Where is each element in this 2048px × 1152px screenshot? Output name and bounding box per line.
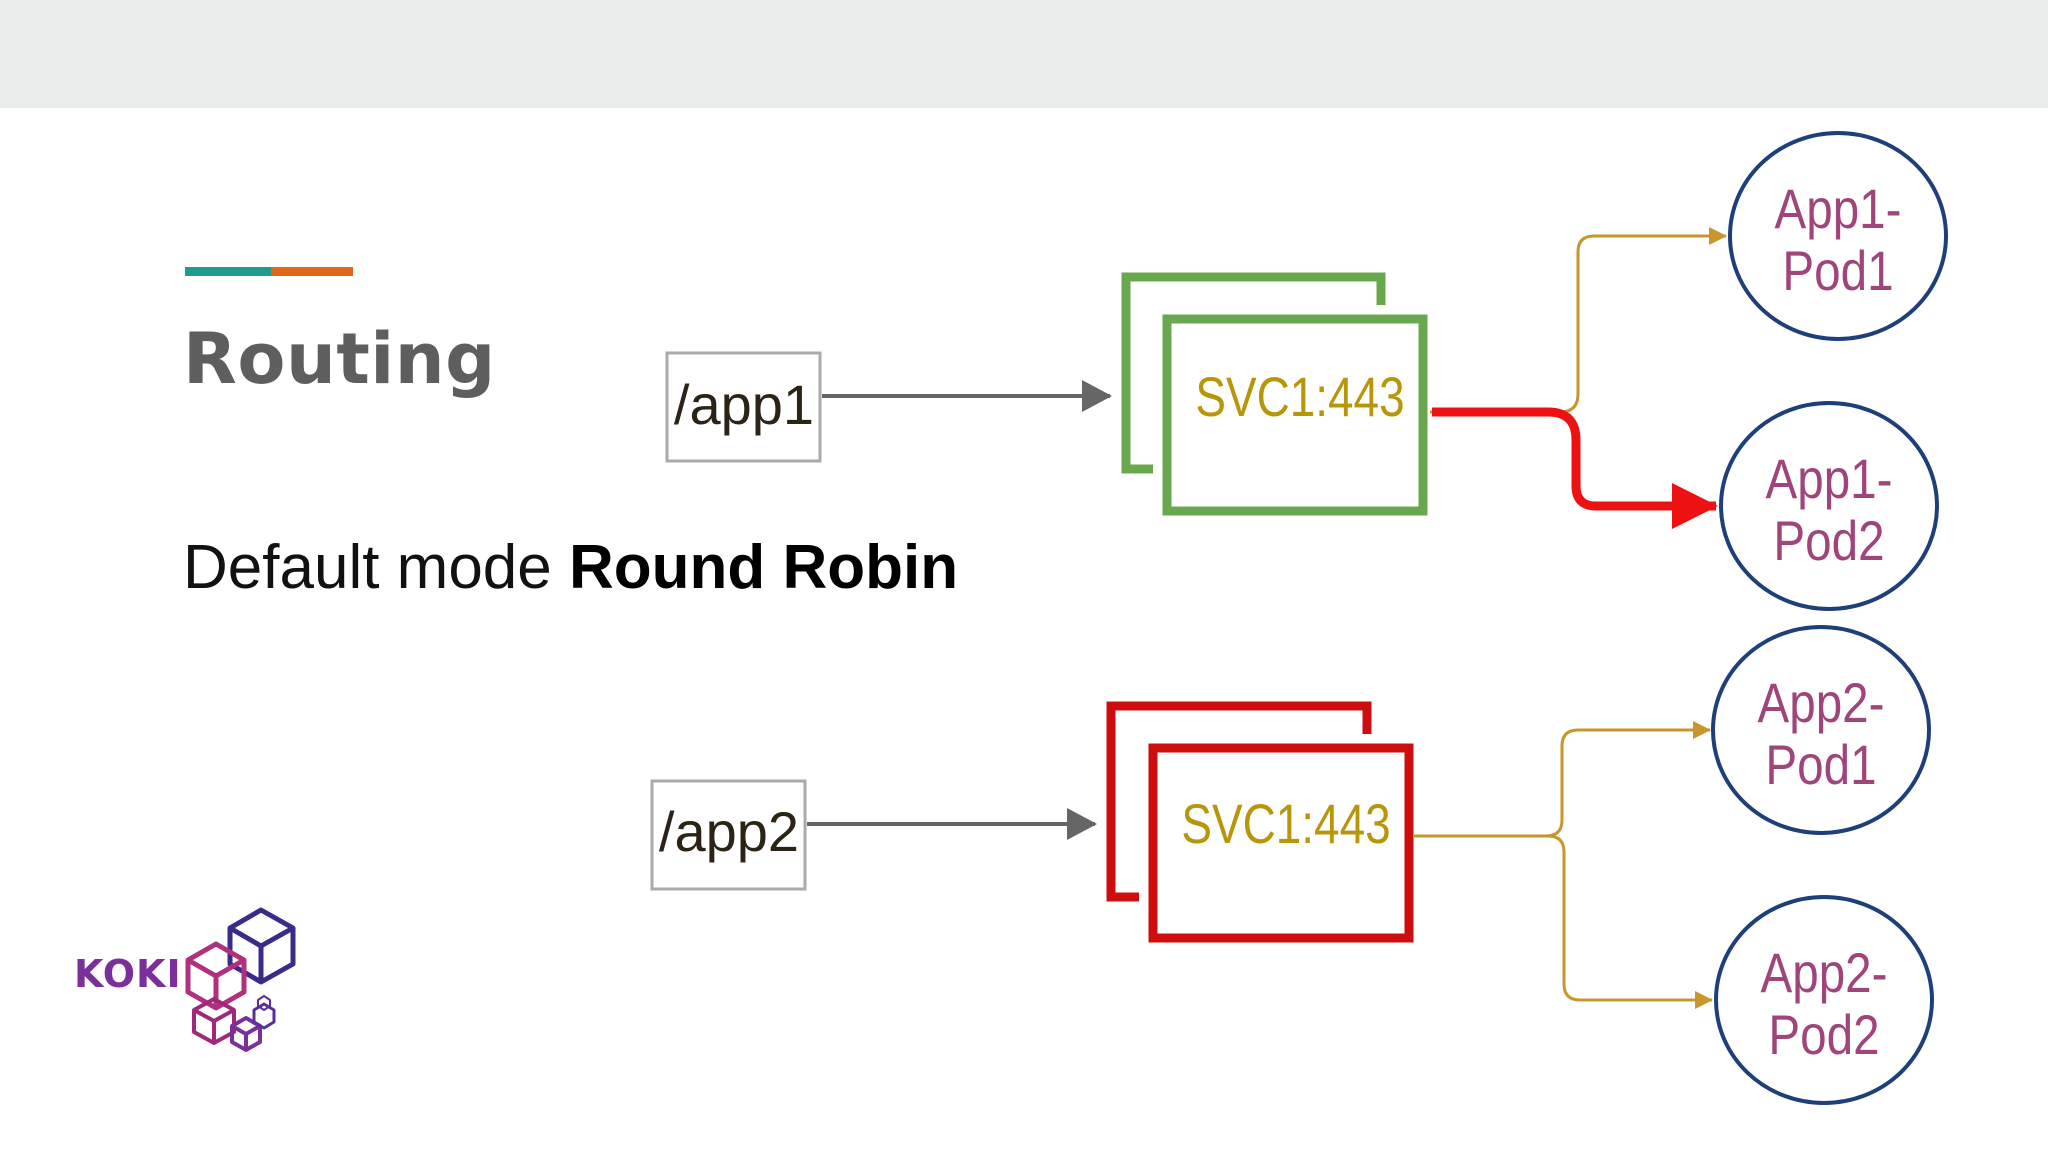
pod-app2-pod2 [1714, 895, 1934, 1105]
pod-label-app1-pod1-line1: App1- [1775, 178, 1902, 240]
path-box-app1 [665, 351, 822, 463]
active-connector-app1-pod2 [1432, 407, 1718, 529]
logo-cube-top [227, 907, 296, 985]
connector-app2-pod2 [1414, 834, 1713, 1009]
pod-label-app2-pod2-line1: App2- [1761, 942, 1888, 1004]
slide-title: Routing [183, 318, 496, 400]
pod-app1-pod2 [1719, 401, 1939, 611]
logo-cube-low-b [230, 1016, 262, 1052]
route-app2: /app2 SVC1:443 App2- Pod1 App2- Pod2 [650, 625, 1934, 1105]
pod-label-app1-pod2-line1: App1- [1766, 448, 1893, 510]
koki-logo-cubes [185, 907, 296, 1052]
subtitle-regular: Default mode [183, 533, 569, 602]
pod-label-app2-pod1-line1: App2- [1758, 672, 1885, 734]
svc-label-app2: SVC1:443 [1181, 793, 1390, 855]
pod-label-app2-pod2-line2: Pod2 [1768, 1004, 1879, 1066]
header-band [0, 0, 2048, 108]
subtitle-bold: Round Robin [569, 533, 959, 602]
svc-label-app1: SVC1:443 [1195, 366, 1404, 428]
arrowhead-app1 [1082, 380, 1112, 412]
pod-label-app2-pod1-line2: Pod1 [1765, 734, 1876, 796]
logo-cube-low-d [257, 995, 271, 1011]
path-label-app1: /app1 [674, 373, 814, 436]
svc-back-frame-app1 [1121, 272, 1386, 474]
accent-bar-orange [271, 267, 353, 276]
arrowhead-app2 [1067, 808, 1097, 840]
svc-box-app2 [1148, 743, 1414, 943]
path-box-app2 [650, 779, 807, 891]
koki-logo-text: KOKI [74, 952, 182, 996]
route-app1: /app1 SVC1:443 App1- Pod1 App1- Pod2 [665, 131, 1948, 611]
connector-app2-pod1 [1414, 721, 1711, 838]
logo-cube-low-c [252, 1002, 276, 1030]
svc-back-frame-app2 [1106, 701, 1372, 902]
logo-cube-mid [185, 941, 247, 1011]
connector-app1-pod1 [1430, 227, 1727, 414]
path-label-app2: /app2 [659, 800, 799, 863]
svc-box-app1 [1162, 314, 1428, 516]
pod-label-app1-pod2-line2: Pod2 [1773, 510, 1884, 572]
slide-subtitle: Default mode Round Robin [183, 532, 958, 603]
pod-label-app1-pod1-line2: Pod1 [1782, 240, 1893, 302]
pod-app2-pod1 [1711, 625, 1931, 835]
pod-app1-pod1 [1728, 131, 1948, 341]
accent-bar-teal [185, 267, 271, 276]
